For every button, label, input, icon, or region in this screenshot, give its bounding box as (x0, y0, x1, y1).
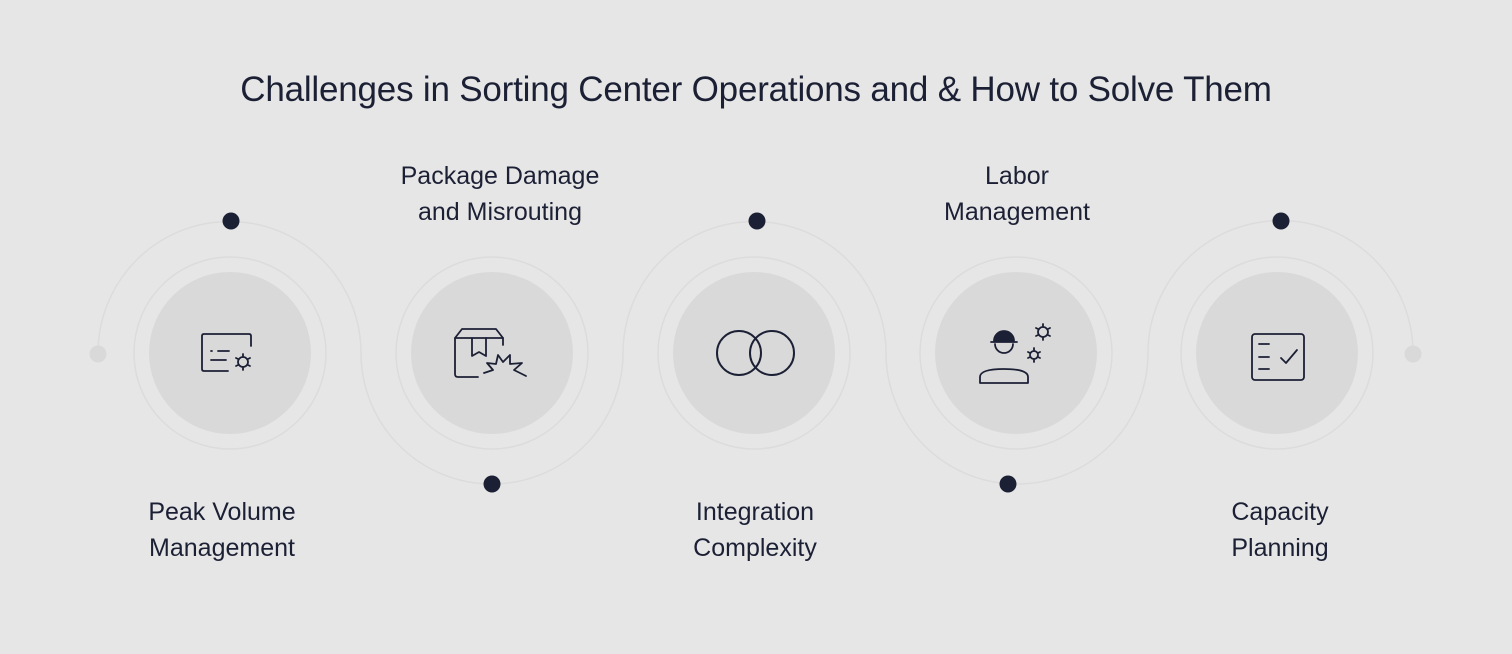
worker-gears-icon (979, 323, 1051, 384)
step-label-1-line1: Peak Volume (148, 498, 296, 526)
step-label-5: Capacity Planning (1150, 494, 1410, 566)
end-dot (1404, 345, 1422, 363)
start-dot (89, 345, 107, 363)
step-circle-2 (395, 256, 589, 450)
step-label-3-line1: Integration (695, 498, 815, 526)
marker-dot-2 (483, 475, 501, 493)
page-title: Challenges in Sorting Center Operations … (240, 70, 1272, 109)
step-label-4-line2: Management (944, 198, 1090, 226)
settings-document-icon (201, 333, 252, 372)
marker-dot-1 (222, 212, 240, 230)
step-label-4: Labor Management (887, 158, 1147, 230)
step-label-2-line2: and Misrouting (418, 198, 582, 226)
marker-dot-4 (999, 475, 1017, 493)
checklist-icon (1251, 333, 1305, 381)
step-label-1-line2: Management (149, 534, 295, 562)
step-circle-5 (1180, 256, 1374, 450)
step-label-3: Integration Complexity (625, 494, 885, 566)
step-label-5-line1: Capacity (1231, 498, 1329, 526)
step-label-1: Peak Volume Management (92, 494, 352, 566)
step-circle-1 (133, 256, 327, 450)
step-circle-4 (919, 256, 1113, 450)
step-label-5-line2: Planning (1231, 534, 1329, 562)
overlapping-circles-icon (716, 330, 795, 376)
step-label-2: Package Damage and Misrouting (370, 158, 630, 230)
marker-dot-3 (748, 212, 766, 230)
step-label-2-line1: Package Damage (400, 162, 600, 190)
step-label-4-line1: Labor (985, 162, 1049, 190)
step-label-3-line2: Complexity (693, 534, 817, 562)
marker-dot-5 (1272, 212, 1290, 230)
step-circle-3 (657, 256, 851, 450)
damaged-box-icon (454, 328, 527, 378)
